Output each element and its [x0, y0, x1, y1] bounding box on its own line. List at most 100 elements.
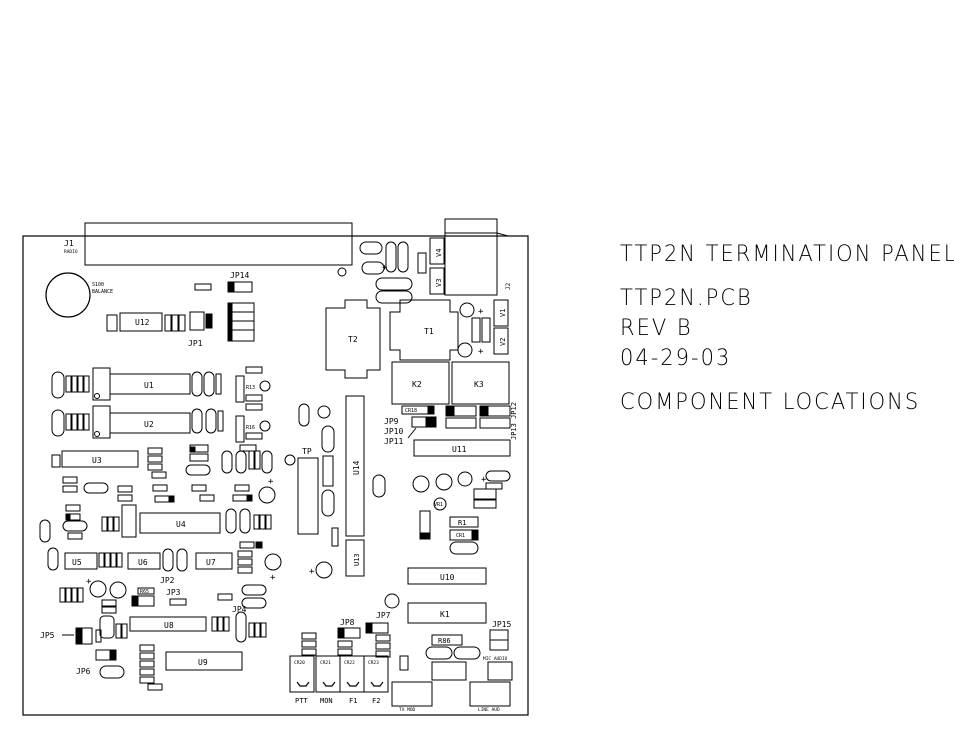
c9-cap [457, 342, 473, 358]
cr21-label: CR21 [320, 660, 331, 666]
c40-cap [372, 474, 386, 498]
ptt-label: PTT [295, 697, 308, 705]
v2-label: V2 [499, 338, 507, 346]
u9-label: U9 [198, 658, 208, 667]
c34-cap [425, 646, 453, 660]
s100-balance-pot [45, 272, 91, 318]
c41-cap [298, 403, 310, 427]
u14-chip [345, 395, 365, 537]
r13-label: R13 [246, 385, 255, 391]
j2-connector [444, 218, 498, 296]
cr22-label: CR22 [344, 660, 355, 666]
jp11-label: JP11 [384, 437, 403, 446]
mounting-hole [337, 267, 347, 277]
jp5-label: JP5 [40, 631, 55, 640]
c6-cap [375, 290, 413, 304]
r1-resistor [449, 516, 479, 528]
u1-label: U1 [144, 381, 154, 390]
u14-label: U14 [352, 460, 361, 475]
cr1-label: CR1 [456, 533, 465, 539]
u10-chip [407, 567, 487, 585]
tp-label: TP [302, 447, 312, 456]
c44-cap [39, 519, 51, 543]
svg-text:+: + [268, 477, 274, 487]
c43-cap [241, 597, 267, 609]
c2-cap [412, 475, 430, 493]
c22b-cap [185, 464, 211, 476]
c19-cap [205, 408, 217, 434]
u12-label: U12 [135, 318, 150, 327]
u13-label: U13 [353, 553, 361, 566]
u5-label: U5 [72, 558, 82, 567]
u11-chip [413, 439, 511, 457]
c15-cap [191, 371, 203, 397]
j1-sub-label: RADIO [64, 249, 78, 255]
k1-relay [407, 602, 487, 624]
c21-cap [235, 450, 247, 474]
title-block: TTP2N TERMINATION PANEL TTP2N.PCB REV B … [620, 238, 954, 416]
c20-cap [221, 450, 233, 474]
u8-chip [129, 616, 207, 632]
t1-transformer [389, 299, 459, 361]
svg-text:+: + [382, 263, 388, 273]
r65-label: R65 [140, 589, 149, 595]
cr18-label: CR18 [405, 408, 417, 414]
test-point [284, 454, 296, 466]
u4-label: U4 [176, 520, 186, 529]
tx-mod-connector [391, 681, 433, 707]
k3-relay [451, 361, 510, 405]
r86-label: R86 [438, 637, 451, 645]
c8-cap [459, 302, 475, 318]
vr1-pot [433, 497, 447, 511]
v1-reg [493, 299, 509, 327]
c14-cap [51, 371, 65, 399]
c37-cap [315, 561, 333, 579]
jp4-label: JP4 [232, 605, 247, 614]
c36-cap [321, 489, 335, 517]
jp10-label: JP10 [384, 427, 403, 436]
mic-audio-label: MIC AUDIO [483, 656, 508, 662]
u7-label: U7 [206, 558, 216, 567]
tx-mod-label: TX MOD [399, 707, 416, 713]
f2-label: F2 [372, 697, 380, 705]
j2-label: J2 [505, 282, 512, 290]
c10-cap [397, 241, 409, 273]
k2-label: K2 [412, 380, 422, 389]
u13-chip [345, 539, 365, 577]
u5-chip [64, 552, 98, 570]
line-aud-connector [469, 681, 511, 707]
c17-cap [51, 409, 65, 437]
c7-cap [375, 277, 413, 291]
c12-cap [359, 241, 383, 255]
c39-cap [321, 425, 335, 453]
svg-text:+: + [478, 347, 484, 357]
svg-text:+: + [481, 475, 487, 485]
jp1-label: JP1 [188, 339, 203, 348]
c30-cap [89, 580, 107, 598]
pcb-filename: TTP2N.PCB [620, 285, 753, 311]
t2-label: T2 [348, 335, 358, 344]
svg-text:+: + [86, 577, 92, 587]
k1-label: K1 [440, 610, 450, 619]
c31-cap [109, 581, 127, 599]
u2-label: U2 [144, 420, 154, 429]
v3-label: V3 [435, 279, 443, 287]
date: 04-29-03 [620, 345, 732, 371]
jp15-label: JP15 [492, 620, 511, 629]
c35-cap [453, 646, 481, 660]
v3-reg [429, 267, 445, 295]
v2-reg [493, 327, 509, 355]
svg-text:+: + [270, 573, 276, 583]
u7-chip [195, 552, 233, 570]
v4-label: V4 [435, 249, 443, 257]
c28-cap [47, 547, 59, 571]
c11-cap [385, 241, 397, 273]
v4-reg [429, 237, 445, 265]
r86-resistor [431, 634, 463, 646]
s100-label: S100 [92, 282, 104, 288]
u6-label: U6 [138, 558, 148, 567]
f1-label: F1 [349, 697, 357, 705]
c18-cap [191, 408, 203, 434]
c29b-cap [176, 548, 188, 572]
